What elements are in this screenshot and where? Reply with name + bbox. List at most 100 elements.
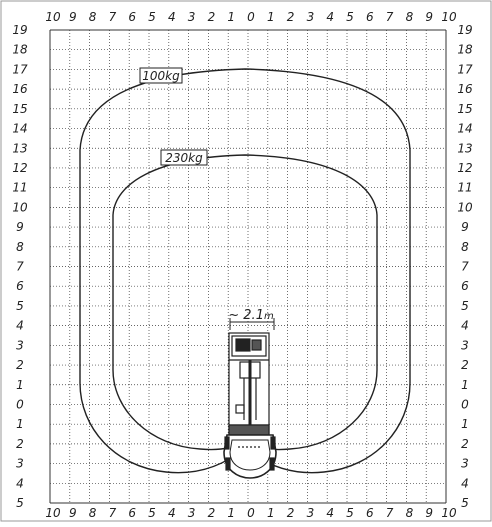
tick-labels: 1010998877665544332211001122334455667788… <box>12 10 473 520</box>
x-tick-label-bottom: 9 <box>69 506 77 520</box>
y-tick-label-left: 2 <box>16 358 24 372</box>
x-tick-label-bottom: 5 <box>346 506 354 520</box>
label-box-230kg <box>160 149 208 166</box>
x-tick-label-top: 6 <box>366 10 374 24</box>
y-tick-label-right: 12 <box>457 161 472 175</box>
x-tick-label-bottom: 10 <box>45 506 61 520</box>
y-tick-label-left: 4 <box>16 319 24 333</box>
y-tick-label-right: 4 <box>461 476 469 490</box>
y-tick-label-right: 16 <box>457 82 473 96</box>
x-tick-label-top: 3 <box>188 10 196 24</box>
grid <box>49 29 447 504</box>
x-tick-label-bottom: 8 <box>89 506 97 520</box>
y-tick-label-left: 7 <box>16 260 24 274</box>
x-tick-label-top: 5 <box>148 10 156 24</box>
y-tick-label-left: 11 <box>12 181 27 195</box>
y-tick-label-left: 8 <box>16 240 24 254</box>
x-tick-label-top: 0 <box>247 10 255 24</box>
y-tick-label-right: 9 <box>461 220 469 234</box>
x-tick-label-top: 4 <box>326 10 334 24</box>
y-tick-label-left: 1 <box>16 417 24 431</box>
envelope-label-230kg: 230kg <box>165 151 203 165</box>
x-tick-label-bottom: 3 <box>307 506 315 520</box>
machine-plan-view <box>223 332 277 479</box>
x-tick-label-bottom: 4 <box>326 506 334 520</box>
x-tick-label-top: 8 <box>406 10 414 24</box>
y-tick-label-right: 1 <box>461 417 469 431</box>
y-tick-label-left: 9 <box>16 220 24 234</box>
x-tick-label-bottom: 7 <box>109 506 117 520</box>
x-tick-label-top: 5 <box>346 10 354 24</box>
x-tick-label-top: 9 <box>425 10 433 24</box>
y-tick-label-right: 15 <box>457 102 472 116</box>
y-tick-label-right: 2 <box>461 437 469 451</box>
x-tick-label-top: 3 <box>307 10 315 24</box>
x-tick-label-bottom: 7 <box>386 506 394 520</box>
y-tick-label-right: 8 <box>461 240 469 254</box>
y-tick-label-left: 6 <box>16 279 24 293</box>
x-tick-label-top: 10 <box>45 10 61 24</box>
x-tick-label-top: 1 <box>227 10 235 24</box>
y-tick-label-right: 14 <box>457 122 472 136</box>
y-tick-label-right: 6 <box>461 279 469 293</box>
x-tick-label-bottom: 1 <box>267 506 275 520</box>
y-tick-label-right: 0 <box>461 397 469 411</box>
y-tick-label-left: 18 <box>12 43 28 57</box>
y-tick-label-right: 5 <box>461 496 469 510</box>
y-tick-label-left: 19 <box>12 23 27 37</box>
y-tick-label-left: 16 <box>12 82 28 96</box>
y-tick-label-left: 10 <box>12 200 28 214</box>
y-tick-label-left: 3 <box>16 338 24 352</box>
y-tick-label-left: 5 <box>16 496 24 510</box>
y-tick-label-right: 19 <box>457 23 472 37</box>
x-tick-label-bottom: 6 <box>128 506 136 520</box>
x-tick-label-top: 2 <box>208 10 216 24</box>
x-tick-label-top: 7 <box>386 10 394 24</box>
label-box-100kg <box>139 67 183 84</box>
x-tick-label-top: 8 <box>89 10 97 24</box>
x-tick-label-bottom: 2 <box>287 506 295 520</box>
x-tick-label-bottom: 1 <box>227 506 235 520</box>
y-tick-label-right: 5 <box>461 299 469 313</box>
y-tick-label-right: 4 <box>461 319 469 333</box>
x-tick-label-bottom: 2 <box>208 506 216 520</box>
y-tick-label-left: 15 <box>12 102 27 116</box>
y-tick-label-left: 17 <box>12 62 28 76</box>
y-tick-label-left: 4 <box>16 476 24 490</box>
y-tick-label-left: 5 <box>16 299 24 313</box>
envelope-label-100kg: 100kg <box>142 69 180 83</box>
y-tick-label-right: 11 <box>457 181 472 195</box>
y-tick-label-left: 12 <box>12 161 27 175</box>
x-tick-label-bottom: 3 <box>188 506 196 520</box>
x-tick-label-top: 6 <box>128 10 136 24</box>
y-tick-label-right: 10 <box>457 200 473 214</box>
x-tick-label-bottom: 8 <box>406 506 414 520</box>
y-tick-label-right: 2 <box>461 358 469 372</box>
x-tick-label-bottom: 10 <box>441 506 457 520</box>
x-tick-label-top: 9 <box>69 10 77 24</box>
y-tick-label-right: 13 <box>457 141 472 155</box>
y-tick-label-right: 3 <box>461 457 469 471</box>
y-tick-label-left: 2 <box>16 437 24 451</box>
x-tick-label-top: 4 <box>168 10 176 24</box>
dimension-label: ~ 2.1m <box>228 308 274 323</box>
x-tick-label-top: 1 <box>267 10 275 24</box>
y-tick-label-right: 1 <box>461 378 469 392</box>
y-tick-label-right: 18 <box>457 43 473 57</box>
y-tick-label-left: 1 <box>16 378 24 392</box>
y-tick-label-right: 7 <box>461 260 469 274</box>
y-tick-label-left: 3 <box>16 457 24 471</box>
y-tick-label-left: 14 <box>12 122 27 136</box>
x-tick-label-top: 7 <box>109 10 117 24</box>
x-tick-label-bottom: 6 <box>366 506 374 520</box>
x-tick-label-bottom: 4 <box>168 506 176 520</box>
x-tick-label-top: 10 <box>441 10 457 24</box>
x-tick-label-bottom: 0 <box>247 506 255 520</box>
x-tick-label-top: 2 <box>287 10 295 24</box>
y-tick-label-right: 17 <box>457 62 473 76</box>
y-tick-label-right: 3 <box>461 338 469 352</box>
y-tick-label-left: 0 <box>16 397 24 411</box>
